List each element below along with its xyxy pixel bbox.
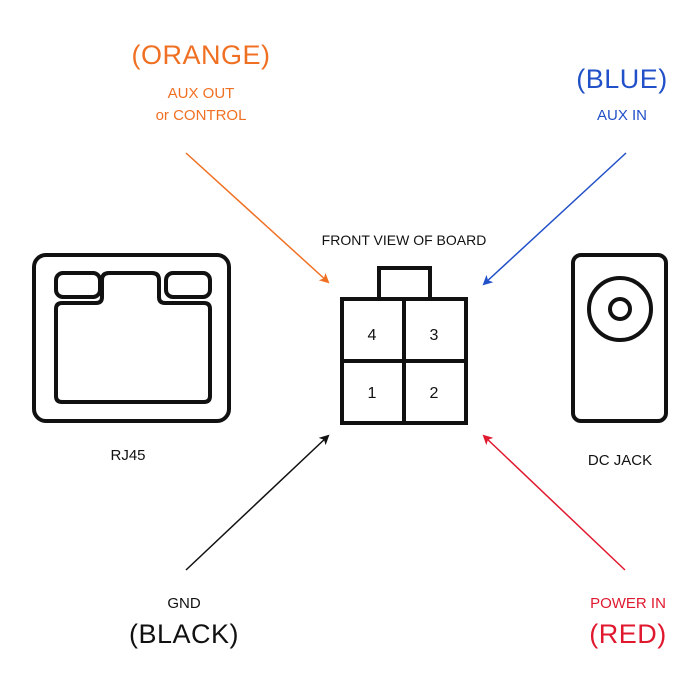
black-wire-color-label: (BLACK) (128, 619, 240, 649)
rj45-port-opening (54, 271, 212, 404)
blue-arrow (482, 152, 627, 286)
four-pin-connector (340, 266, 468, 425)
rj45-connector-icon (32, 253, 231, 423)
red-wire-function-label: POWER IN (590, 595, 666, 612)
rj45-label: RJ45 (110, 447, 146, 464)
black-wire-function-label: GND (167, 595, 201, 612)
pin-2-label: 2 (430, 385, 439, 402)
pin-3-label: 3 (430, 327, 439, 344)
pin-1-label: 1 (368, 385, 377, 402)
orange-wire-color-label: (ORANGE) (131, 40, 271, 70)
rj45-left-led (54, 271, 102, 299)
blue-wire-color-label: (BLUE) (576, 64, 668, 94)
connector-latch-tab (377, 266, 432, 301)
board-view-title: FRONT VIEW OF BOARD (321, 232, 487, 248)
orange-arrow (185, 152, 330, 284)
dc-jack-label: DC JACK (587, 452, 653, 469)
blue-wire-function-label: AUX IN (596, 107, 648, 124)
pin-4-label: 4 (368, 327, 377, 344)
dc-jack-housing (571, 253, 668, 423)
black-arrow (185, 434, 330, 571)
dc-jack-center-pin (608, 297, 632, 321)
orange-wire-function-line2: or CONTROL (155, 107, 247, 124)
dc-jack-outer-ring (587, 276, 653, 342)
red-wire-color-label: (RED) (589, 619, 667, 649)
red-arrow (482, 434, 626, 571)
rj45-outer-housing (32, 253, 231, 423)
orange-wire-function-line1: AUX OUT (167, 85, 235, 102)
rj45-right-led (164, 271, 212, 299)
dc-jack-icon (571, 253, 668, 423)
